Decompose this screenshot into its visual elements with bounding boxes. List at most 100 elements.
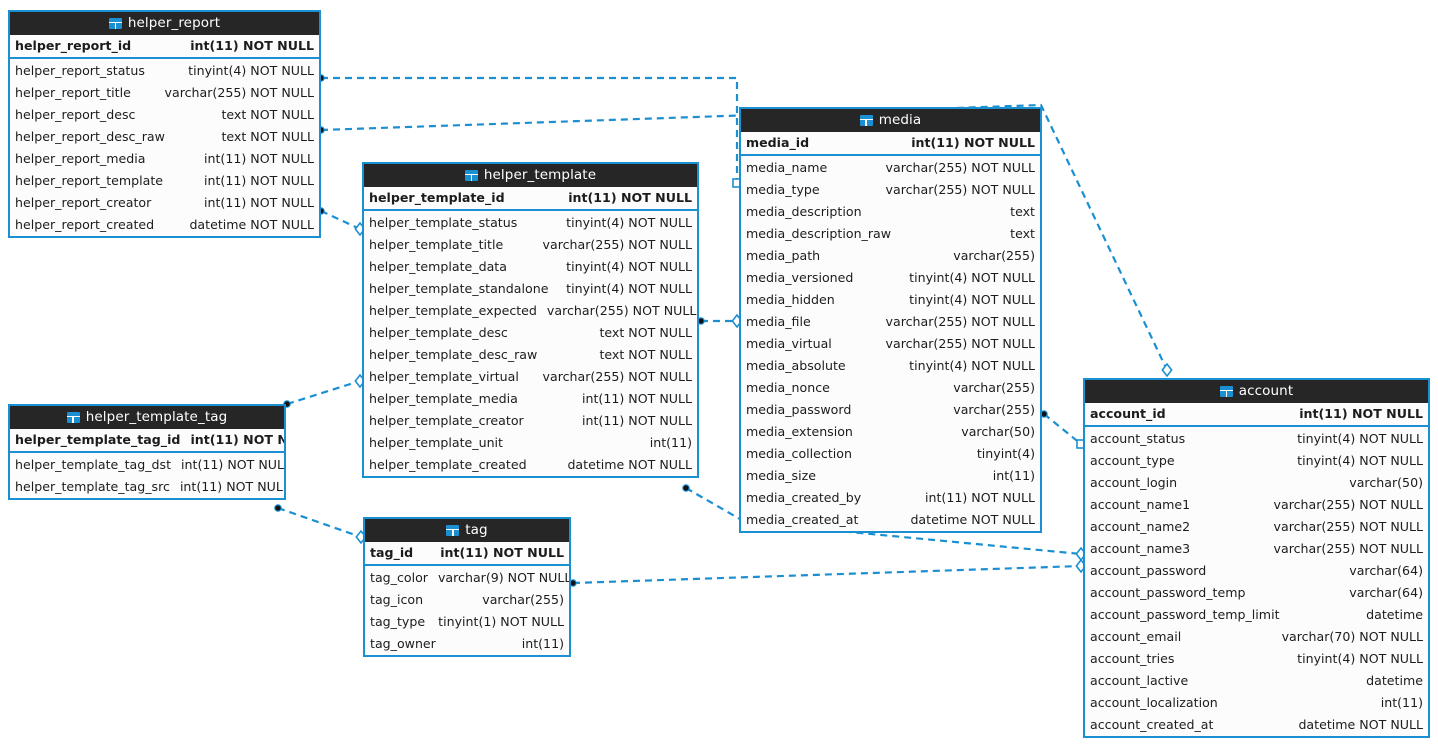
column-type: tinyint(4) NOT NULL — [909, 270, 1035, 285]
entity-header-tag[interactable]: tag — [365, 519, 569, 542]
column-name: account_password — [1090, 563, 1207, 578]
column-type: text — [1010, 204, 1035, 219]
relationship-rel-templatetag-tag[interactable] — [274, 504, 367, 545]
entity-header-media[interactable]: media — [741, 109, 1040, 132]
column-name: helper_template_media — [369, 391, 518, 406]
column-type: datetime NOT NULL — [189, 217, 314, 232]
column-name: tag_id — [370, 545, 414, 560]
column-type: varchar(9) NOT NULL — [437, 570, 571, 585]
column-type: int(11) NOT NULL — [440, 545, 564, 560]
column-row[interactable]: account_password varchar(64) — [1085, 560, 1428, 582]
column-type: varchar(255) NOT NULL — [1273, 541, 1423, 556]
column-row[interactable]: media_description text — [741, 201, 1040, 223]
relationship-rel-tag-account[interactable] — [569, 558, 1087, 587]
entity-header-helper_template_tag[interactable]: helper_template_tag — [10, 406, 284, 429]
column-name: media_created_at — [746, 512, 859, 527]
column-type: varchar(64) — [1349, 563, 1423, 578]
entity-header-account[interactable]: account — [1085, 380, 1428, 403]
relationship-rel-template-media[interactable] — [697, 313, 743, 329]
column-name: media_description — [746, 204, 862, 219]
entity-header-helper_template[interactable]: helper_template — [364, 164, 697, 187]
column-type: tinyint(4) — [976, 446, 1035, 461]
entity-title: helper_report — [127, 15, 221, 31]
entity-header-helper_report[interactable]: helper_report — [10, 12, 319, 35]
column-type: text NOT NULL — [599, 347, 692, 362]
column-name: account_status — [1090, 431, 1186, 446]
column-row-pk[interactable]: tag_id int(11) NOT NULL — [365, 542, 569, 564]
column-name: helper_report_desc_raw — [15, 129, 165, 144]
relationship-rel-report-template2[interactable] — [317, 207, 366, 237]
relationship-rel-templatetag-template[interactable] — [283, 373, 366, 408]
column-name: helper_template_title — [369, 237, 504, 252]
column-type: varchar(255) NOT NULL — [885, 160, 1035, 175]
relationship-rel-media-account[interactable] — [1040, 410, 1086, 449]
